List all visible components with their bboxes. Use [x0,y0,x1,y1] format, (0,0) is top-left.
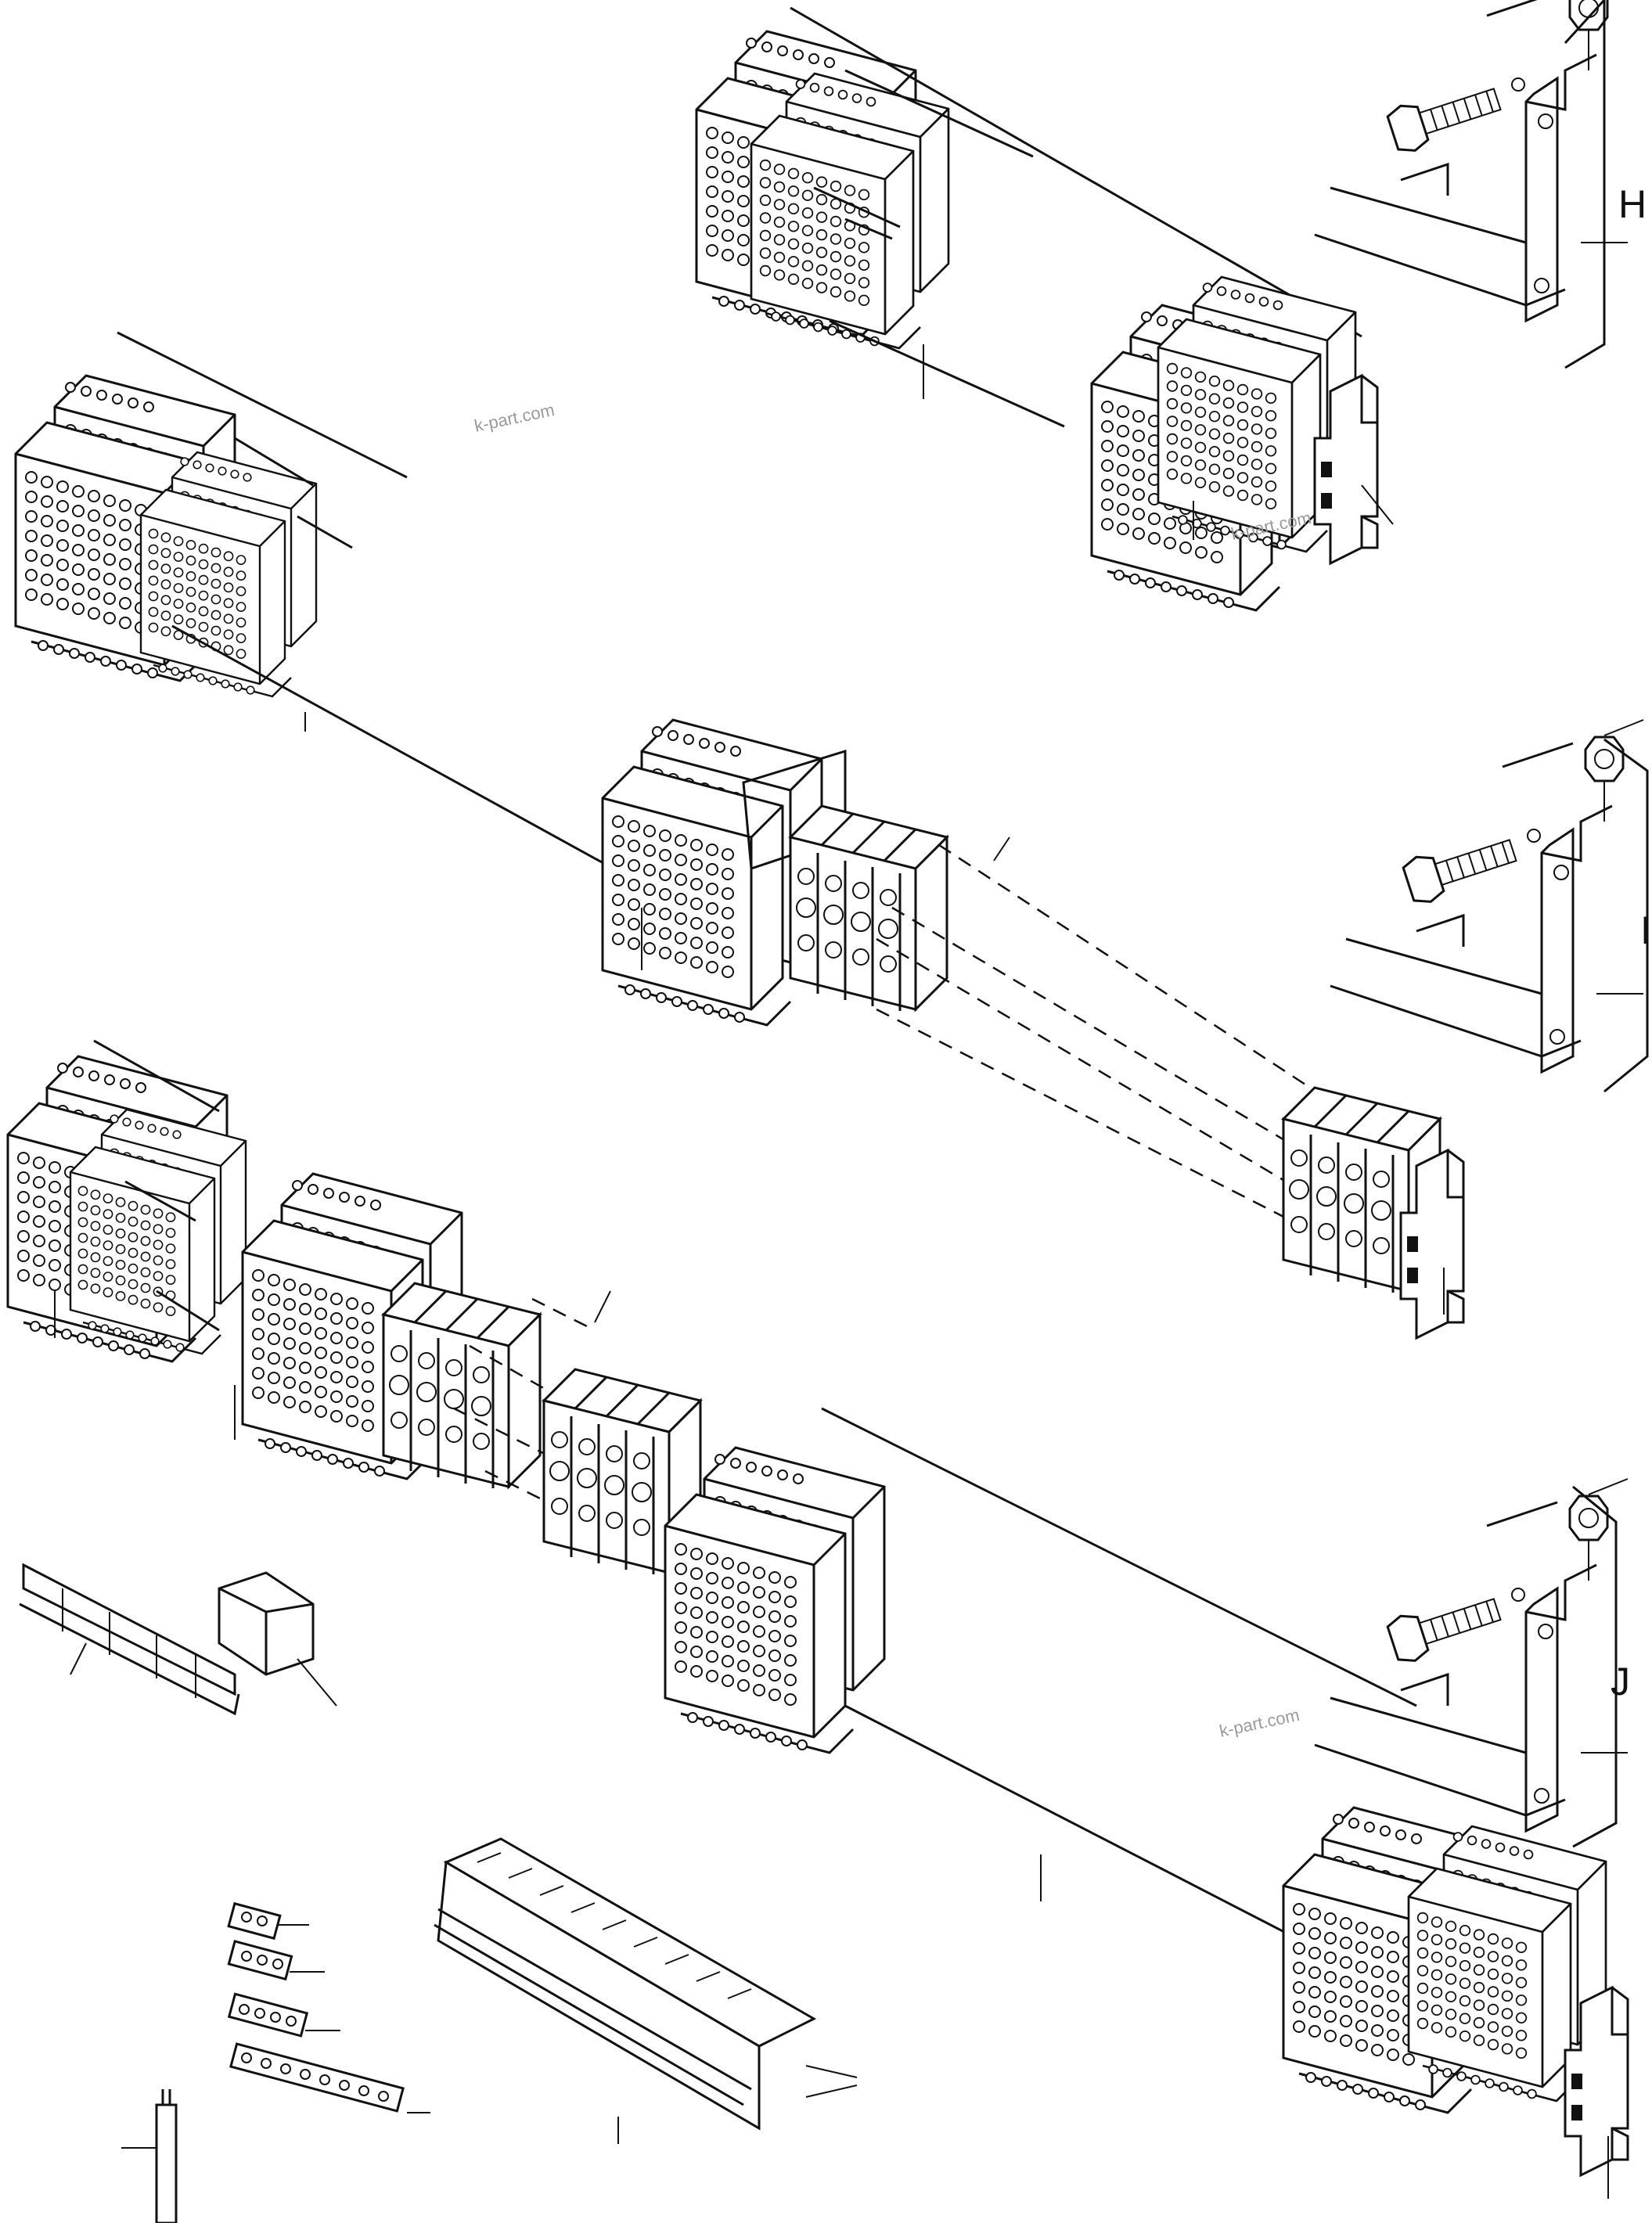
label-j: J [1611,1660,1630,1703]
top-rail-assembly [696,6,1394,610]
bracket-h-assembly: H [1313,0,1647,369]
middle-rail-assembly [16,331,1465,1340]
bracket-i-assembly: I [1329,718,1651,1093]
cable-duct [434,1837,858,2144]
lower-rail-assembly [8,1039,1629,2199]
watermark: k-part.com [473,400,556,436]
label-i: I [1640,908,1651,952]
label-h: H [1618,182,1647,226]
wire [121,2089,178,2223]
watermark: k-part.com [1218,1705,1301,1741]
jumper-bars [227,1901,430,2113]
bracket-j-assembly: J [1313,1477,1630,1848]
marker-strip [19,1563,240,1716]
end-stop-clip [218,1571,337,1707]
